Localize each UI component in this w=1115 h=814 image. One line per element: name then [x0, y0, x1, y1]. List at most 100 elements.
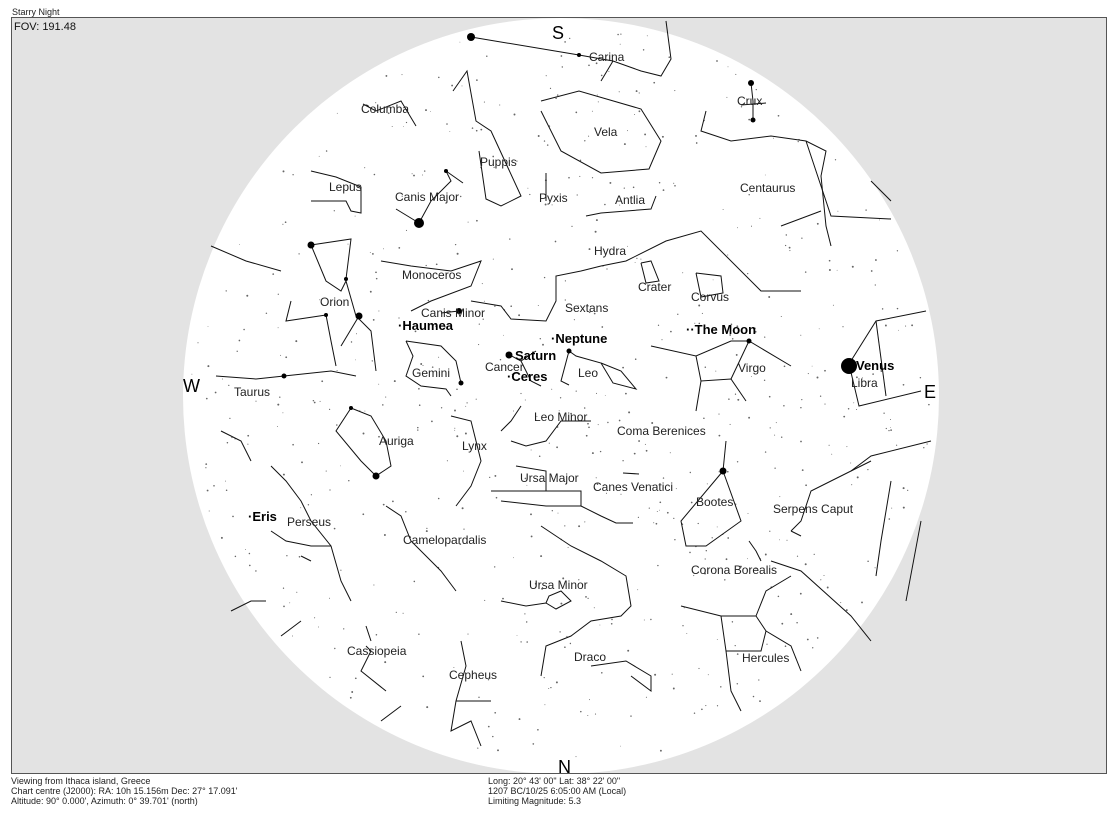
faint-star — [653, 522, 655, 524]
faint-star — [456, 252, 459, 255]
faint-star — [509, 238, 511, 240]
faint-star — [627, 130, 628, 132]
faint-star — [896, 250, 899, 252]
faint-star — [559, 631, 561, 633]
faint-star — [712, 279, 714, 281]
faint-star — [774, 434, 776, 436]
faint-star — [422, 675, 425, 678]
faint-star — [310, 494, 313, 496]
faint-star — [638, 92, 640, 94]
faint-star — [677, 313, 679, 315]
constellation-label: Cancer — [485, 360, 524, 374]
faint-star — [530, 535, 533, 538]
faint-star — [599, 450, 602, 453]
faint-star — [401, 74, 403, 76]
faint-star — [701, 312, 703, 314]
faint-star — [855, 408, 858, 411]
faint-star — [348, 479, 350, 482]
faint-star — [207, 326, 209, 327]
body-labels: ·Haumea Saturn ·Neptune ·Ceres ··The Moo… — [248, 318, 894, 524]
faint-star — [537, 305, 539, 306]
faint-star — [748, 193, 750, 196]
faint-star — [622, 366, 624, 369]
sky-chart[interactable]: Carina Crux Columba Vela Puppis Lepus Ca… — [11, 17, 1107, 774]
constellation-label: Centaurus — [740, 181, 795, 195]
faint-star — [492, 258, 494, 260]
faint-star — [205, 463, 208, 465]
faint-star — [773, 137, 775, 139]
faint-star — [255, 570, 257, 572]
faint-star — [905, 325, 907, 327]
faint-star — [564, 299, 566, 301]
faint-star — [594, 713, 597, 715]
faint-star — [444, 326, 446, 328]
faint-star — [627, 649, 630, 652]
faint-star — [828, 259, 831, 262]
faint-star — [600, 74, 603, 77]
faint-star — [276, 426, 278, 428]
faint-star — [596, 94, 598, 96]
faint-star — [229, 417, 231, 420]
faint-star — [545, 75, 547, 77]
faint-star — [693, 712, 696, 714]
faint-star — [449, 131, 451, 132]
faint-star — [785, 234, 788, 236]
faint-star — [221, 378, 223, 380]
bright-stars — [281, 33, 857, 480]
faint-star — [842, 326, 844, 328]
faint-star — [539, 338, 541, 340]
faint-star — [483, 300, 485, 302]
faint-star — [295, 340, 298, 343]
faint-star — [619, 204, 621, 206]
faint-star — [425, 109, 427, 112]
faint-star — [318, 155, 320, 157]
faint-star — [828, 269, 831, 271]
constellation-label: Ursa Minor — [529, 578, 588, 592]
sky-map[interactable]: Carina Crux Columba Vela Puppis Lepus Ca… — [12, 18, 1107, 774]
faint-star — [418, 633, 420, 636]
faint-star — [298, 556, 301, 558]
faint-star — [518, 718, 521, 721]
faint-star — [401, 195, 403, 197]
faint-star — [484, 599, 486, 601]
constellation-label: Cepheus — [449, 668, 497, 682]
body-label-moon: ··The Moon — [686, 322, 756, 337]
faint-star — [405, 510, 407, 513]
faint-star — [405, 229, 408, 231]
constellation-lines — [210, 20, 932, 747]
faint-star — [735, 73, 737, 75]
faint-star — [716, 638, 718, 640]
faint-star — [196, 386, 198, 388]
faint-star — [284, 221, 287, 224]
faint-star — [597, 101, 599, 103]
faint-star — [318, 626, 320, 628]
faint-star — [902, 506, 905, 509]
constellation-label: Perseus — [287, 515, 331, 529]
faint-star — [734, 644, 736, 647]
faint-star — [555, 97, 557, 100]
faint-star — [502, 597, 504, 600]
faint-star — [698, 322, 701, 325]
faint-star — [783, 365, 786, 368]
faint-star — [373, 584, 375, 586]
faint-star — [779, 187, 782, 189]
faint-star — [607, 421, 609, 424]
faint-star — [754, 327, 756, 330]
faint-star — [853, 402, 855, 404]
faint-star — [800, 334, 802, 336]
faint-star — [454, 427, 456, 429]
faint-star — [307, 504, 310, 506]
faint-star — [362, 432, 365, 435]
constellation-label: Canes Venatici — [593, 480, 673, 494]
faint-star — [567, 547, 569, 548]
constellation-label: Coma Berenices — [617, 424, 706, 438]
faint-star — [569, 642, 572, 645]
faint-star — [454, 409, 456, 412]
faint-star — [659, 509, 660, 511]
faint-star — [543, 140, 546, 142]
faint-star — [661, 339, 663, 341]
faint-star — [292, 635, 293, 637]
faint-star — [888, 518, 891, 520]
constellation-label: Auriga — [379, 434, 414, 448]
faint-star — [546, 144, 549, 146]
